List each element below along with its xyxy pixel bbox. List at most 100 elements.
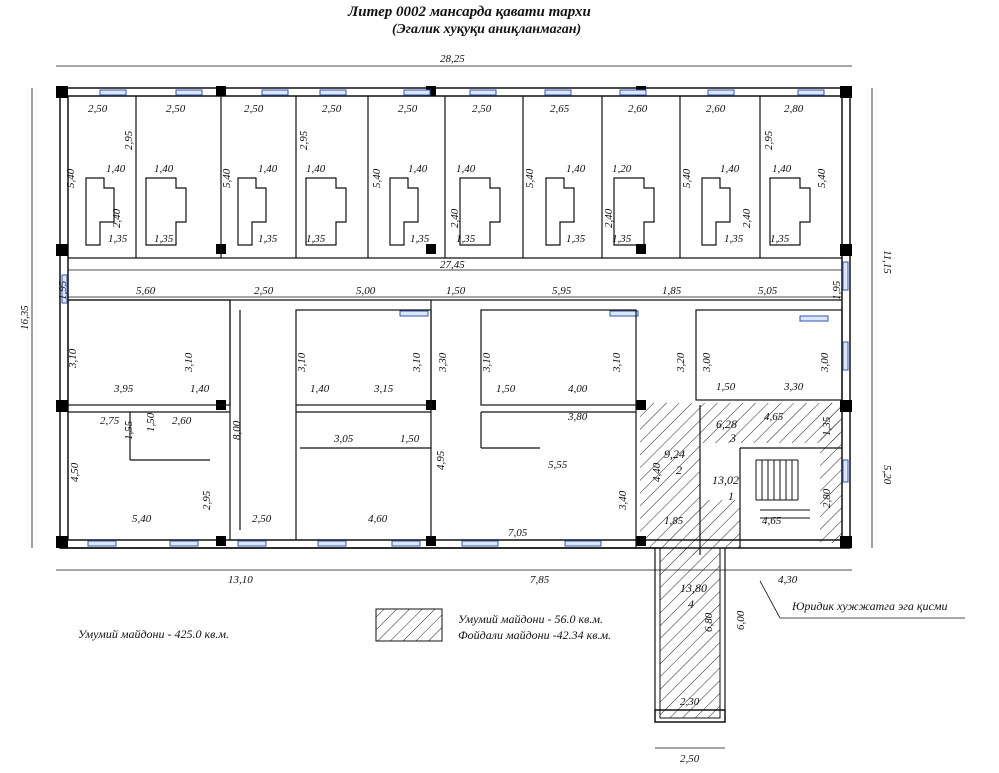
dim-lower-label: 3,05 — [333, 433, 354, 445]
dim-niche-width: 1,40 — [772, 163, 792, 175]
dim-niche-width: 1,40 — [306, 163, 326, 175]
legend-swatch — [375, 608, 443, 642]
dim-lower-label: 3,80 — [567, 411, 588, 423]
dim-niche-width: 1,20 — [612, 163, 632, 175]
dim-bath-width: 1,35 — [566, 233, 586, 245]
dim-lower-label: 4,50 — [69, 462, 81, 482]
hatched-legal-area — [640, 403, 842, 719]
dim-niche-width: 1,40 — [456, 163, 476, 175]
dim-lower-label: 3,40 — [617, 490, 629, 511]
total-area-note: Умумий майдони - 425.0 кв.м. — [78, 627, 229, 641]
dim-niche-width: 1,40 — [154, 163, 174, 175]
legal-part-callout: Юридик хужжатга эга қисми — [792, 599, 948, 613]
room-1-number: 1 — [728, 489, 734, 503]
dim-lower-label: 1,85 — [664, 515, 684, 527]
windows — [61, 89, 849, 547]
dim-mid-sub: 3,30 — [783, 381, 804, 393]
dim-overall-width: 28,25 — [440, 53, 465, 65]
room-1-area: 13,02 — [712, 473, 739, 487]
dim-niche-depth: 2,40 — [449, 208, 461, 228]
dim-mid-sub: 4,00 — [568, 383, 588, 395]
interior-walls — [67, 96, 843, 710]
dim-room-depth: 5,40 — [816, 168, 828, 188]
dim-niche-width: 1,40 — [720, 163, 740, 175]
dim-bath-width: 1,35 — [456, 233, 476, 245]
legend-total-area: Умумий майдони - 56.0 кв.м. — [458, 612, 603, 626]
dim-lower-label: 5,55 — [548, 459, 568, 471]
room-3-number: 3 — [729, 431, 736, 445]
dim-bath-width: 1,35 — [410, 233, 430, 245]
dim-top-room-width: 2,50 — [472, 103, 492, 115]
dim-lower-label: 4,60 — [368, 513, 388, 525]
dim-annex-inner-width: 2,30 — [680, 696, 700, 708]
dim-lower-label: 2,50 — [252, 513, 272, 525]
dim-bath-width: 1,35 — [612, 233, 632, 245]
room-area-labels: 6,28 3 9,24 2 13,02 1 13,80 4 — [664, 417, 739, 611]
dim-lower-label: 4,40 — [651, 462, 663, 482]
room-3-area: 6,28 — [716, 417, 737, 431]
dim-niche-width: 1,40 — [408, 163, 428, 175]
dim-bath-width: 1,35 — [770, 233, 790, 245]
dim-corridor-width: 1,95 — [831, 280, 843, 300]
dim-mid-depth: 3,10 — [67, 348, 79, 369]
dim-mid-sub: 3,15 — [373, 383, 394, 395]
dim-upper-depth: 2,95 — [298, 130, 310, 150]
dim-mid-depth: 3,10 — [481, 352, 493, 373]
dim-mid-depth: 3,10 — [411, 352, 423, 373]
dim-mid-sub: 1,40 — [310, 383, 330, 395]
dim-mid-width: 5,95 — [552, 285, 572, 297]
dim-top-room-width: 2,50 — [166, 103, 186, 115]
dim-mid-sub: 1,40 — [190, 383, 210, 395]
dim-upper-depth: 2,95 — [763, 130, 775, 150]
dim-right-lower-depth: 5,20 — [881, 465, 893, 485]
dim-mid-depth: 3,10 — [183, 352, 195, 373]
dim-annex-length: 6,00 — [735, 610, 747, 630]
room-2-area: 9,24 — [664, 447, 685, 461]
dim-bath-width: 1,35 — [306, 233, 326, 245]
dim-annex-inner-length: 6,80 — [703, 612, 715, 632]
dim-annex-width: 2,50 — [680, 753, 700, 765]
dim-mid-width: 5,00 — [356, 285, 376, 297]
dim-corridor-width: 1,95 — [57, 280, 69, 300]
dim-overall-depth: 16,35 — [19, 305, 31, 330]
dim-bottom-mid: 7,85 — [530, 574, 550, 586]
dim-top-room-width: 2,50 — [322, 103, 342, 115]
dim-lower-label: 2,95 — [201, 490, 213, 510]
dim-corridor-length: 27,45 — [440, 259, 465, 271]
dim-lower-label: 1,55 — [123, 420, 135, 440]
dim-lower-label: 4,65 — [764, 411, 784, 423]
dim-mid-width: 5,05 — [758, 285, 778, 297]
stairs — [755, 459, 810, 519]
dim-mid-sub: 1,50 — [496, 383, 516, 395]
dim-mid-depth: 3,10 — [611, 352, 623, 373]
dim-niche-width: 1,40 — [566, 163, 586, 175]
dim-bath-width: 1,35 — [258, 233, 278, 245]
dim-niche-depth: 2,40 — [741, 208, 753, 228]
dim-lower-label: 1,50 — [400, 433, 420, 445]
dim-mid-width: 5,60 — [136, 285, 156, 297]
dim-mid-sub: 3,95 — [113, 383, 134, 395]
dim-room-depth: 5,40 — [65, 168, 77, 188]
legend-useful-area: Фойдали майдони -42.34 кв.м. — [458, 628, 612, 642]
dim-lower-label: 1,50 — [145, 412, 157, 432]
dim-top-room-width: 2,50 — [244, 103, 264, 115]
dim-room-depth: 5,40 — [524, 168, 536, 188]
dim-lower-label: 2,60 — [172, 415, 192, 427]
dim-room-depth: 5,40 — [681, 168, 693, 188]
dim-bottom-right: 4,30 — [778, 574, 798, 586]
dim-upper-depth: 2,95 — [123, 130, 135, 150]
dim-bottom-left: 13,10 — [228, 574, 253, 586]
plan-subtitle: (Эгалик хуқуқи аниқланмаган) — [392, 22, 582, 37]
dim-top-room-width: 2,65 — [550, 103, 570, 115]
dim-mid-width: 1,85 — [662, 285, 682, 297]
dim-mid-depth: 3,00 — [701, 352, 713, 373]
dim-top-room-width: 2,60 — [706, 103, 726, 115]
dim-mid-depth: 3,00 — [819, 352, 831, 373]
